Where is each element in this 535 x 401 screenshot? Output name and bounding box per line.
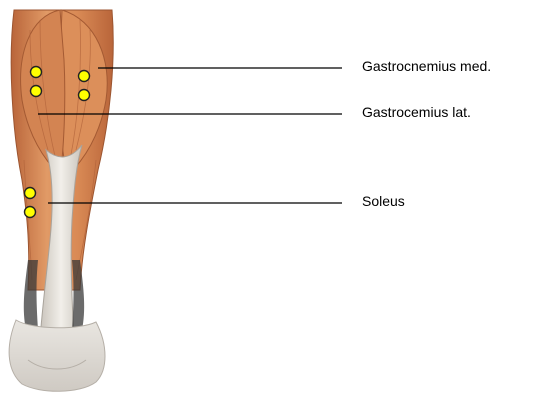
electrode-gastrocnemius-lat-lower: [31, 86, 42, 97]
electrode-gastrocnemius-med-lower: [79, 90, 90, 101]
label-gastrocnemius-lat: Gastrocemius lat.: [362, 104, 471, 120]
electrode-soleus-lower: [25, 207, 36, 218]
label-soleus: Soleus: [362, 193, 405, 209]
electrode-gastrocnemius-med-upper: [79, 71, 90, 82]
electrode-gastrocnemius-lat-upper: [31, 67, 42, 78]
leg-anatomy: [9, 10, 113, 391]
electrode-soleus-upper: [25, 188, 36, 199]
heel: [9, 320, 105, 391]
label-gastrocnemius-med: Gastrocnemius med.: [362, 58, 491, 74]
